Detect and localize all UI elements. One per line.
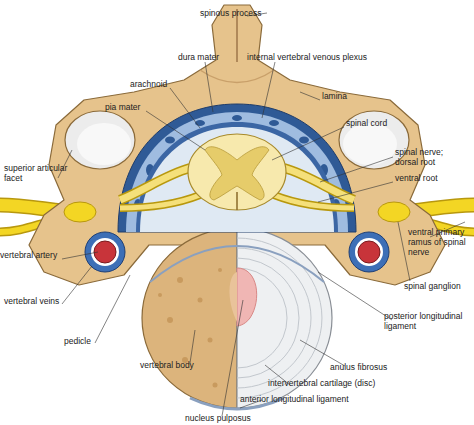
- spinal-cord: [188, 134, 286, 210]
- leader-line: [170, 88, 200, 128]
- trabecula: [208, 338, 213, 343]
- root-outline: [120, 195, 200, 208]
- articular-facet: [65, 111, 135, 169]
- part-label: dura mater: [178, 52, 219, 62]
- ventral-root: [120, 195, 200, 208]
- part-label: arachnoid: [130, 79, 167, 89]
- part-label: anulus fibrosus: [330, 362, 387, 372]
- leader-line: [95, 275, 130, 343]
- leader-line: [146, 111, 205, 150]
- leader-line: [205, 62, 213, 112]
- lamella: [237, 238, 322, 398]
- trabecula: [218, 268, 222, 272]
- posterior-longitudinal-ligament: [150, 246, 324, 282]
- vertebral-veins: [85, 232, 125, 272]
- part-label: nucleus pulposus: [185, 413, 251, 423]
- venous-plexus-band: [126, 112, 348, 232]
- leader-line: [318, 272, 392, 320]
- vein: [269, 120, 279, 126]
- part-label: posterior longitudinal ligament: [384, 311, 473, 331]
- root-outline: [120, 168, 190, 200]
- part-label: vertebral body: [140, 360, 194, 370]
- part-label: vertebral artery: [0, 250, 57, 260]
- part-label: spinal nerve; dorsal root: [395, 147, 455, 167]
- vein: [165, 137, 175, 144]
- leader-line: [300, 92, 320, 100]
- part-label: vertebral veins: [4, 296, 59, 306]
- vertebral-artery: [358, 241, 380, 263]
- spinal-ganglion: [378, 202, 410, 222]
- anulus-lamellae: [237, 238, 322, 398]
- part-label: spinal cord: [346, 118, 387, 128]
- vertebral-body: [142, 228, 237, 408]
- leader-line: [272, 127, 344, 160]
- leader-line: [190, 330, 195, 363]
- trabecula: [198, 298, 203, 303]
- vein: [232, 115, 242, 121]
- lamina-shade: [200, 70, 274, 83]
- part-label: pia mater: [105, 102, 140, 112]
- part-label: superior articular facet: [4, 163, 72, 183]
- part-label: ventral root: [395, 173, 438, 183]
- trabecula: [158, 293, 162, 297]
- vein: [299, 137, 309, 144]
- trabecula: [177, 277, 183, 283]
- leader-line: [222, 300, 243, 416]
- trabecula: [167, 317, 173, 323]
- vertebral-veins: [349, 232, 389, 272]
- part-label: pedicle: [64, 336, 91, 346]
- leader-line: [262, 62, 275, 118]
- leader-lines: [58, 13, 465, 416]
- part-label: ventral primary ramus of spinal nerve: [408, 227, 474, 257]
- dura-mater: [118, 104, 356, 232]
- leader-line: [62, 252, 98, 259]
- part-label: spinous process: [200, 8, 261, 18]
- lamella: [237, 258, 299, 378]
- lamella: [237, 248, 311, 388]
- part-label: internal vertebral venous plexus: [247, 52, 367, 62]
- root-outline: [274, 195, 354, 208]
- anterior-median-fissure: [236, 192, 238, 210]
- part-label: anterior longitudinal ligament: [240, 394, 349, 404]
- facet-highlight: [77, 123, 131, 165]
- ventral-root: [274, 195, 354, 208]
- dorsal-root: [120, 168, 190, 200]
- nucleus-cut: [229, 272, 237, 322]
- lamella: [237, 268, 287, 368]
- vessel-gap: [355, 238, 383, 266]
- spinal-ganglion: [64, 202, 96, 222]
- trabecula: [213, 383, 218, 388]
- leader-line: [318, 182, 393, 202]
- part-label: spinal ganglion: [404, 281, 461, 291]
- part-label: lamina: [322, 91, 347, 101]
- leader-line: [62, 266, 92, 304]
- vessel-gap: [91, 238, 119, 266]
- part-label: intervertebral cartilage (disc): [268, 378, 375, 388]
- leader-line: [320, 157, 393, 182]
